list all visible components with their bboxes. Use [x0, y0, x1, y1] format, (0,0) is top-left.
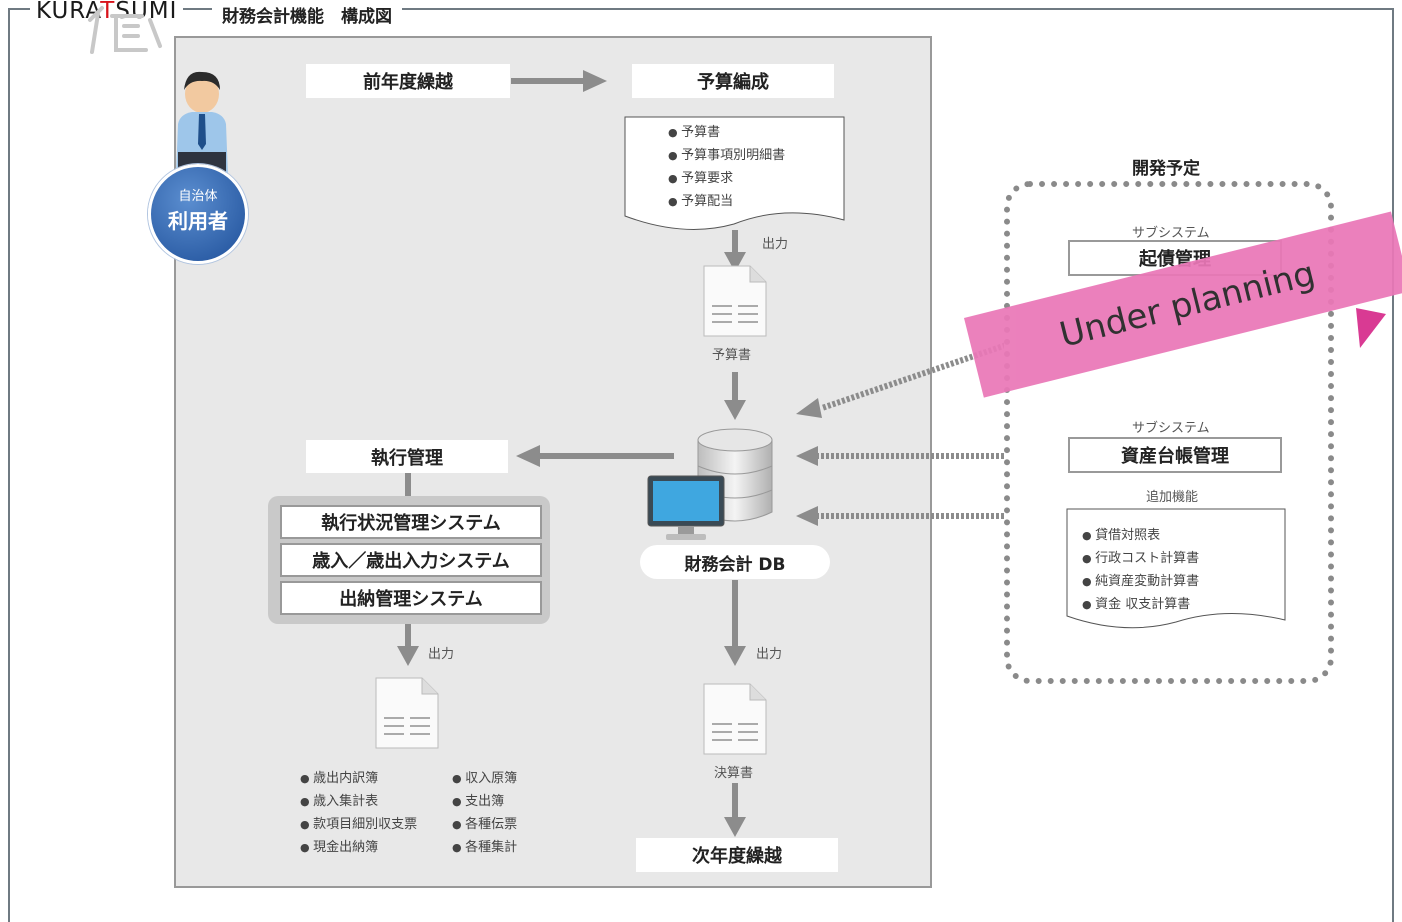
list-item: 純資産変動計算書	[1082, 570, 1199, 593]
list-item: 各種集計	[452, 836, 517, 859]
output-label-settlement: 出力	[756, 647, 783, 662]
subsystem-execution-status: 執行状況管理システム	[280, 505, 542, 539]
execution-management-box: 執行管理	[306, 440, 508, 473]
financial-db-label: 財務会計 DB	[640, 545, 830, 579]
list-item: 現金出納簿	[300, 836, 417, 859]
user-badge-line2: 利用者	[168, 209, 228, 233]
list-item: 予算要求	[668, 167, 785, 190]
user-badge-line1: 自治体	[178, 189, 218, 204]
settlement-document-icon	[703, 683, 767, 755]
list-item: 貸借対照表	[1082, 524, 1199, 547]
list-item: 予算書	[668, 121, 785, 144]
frame-left	[8, 8, 10, 922]
added-features-label: 追加機能	[1146, 490, 1199, 505]
budget-formation-box: 予算編成	[632, 64, 834, 98]
user-badge: 自治体 利用者	[148, 164, 248, 264]
output-label-execution: 出力	[428, 647, 455, 662]
page-title: 財務会計機能 構成図	[212, 2, 402, 27]
next-year-carryover-box: 次年度繰越	[636, 838, 838, 872]
brand-logo: KURATSUMI	[30, 0, 184, 24]
frame-top	[8, 8, 1394, 10]
budget-doc-label: 予算書	[712, 348, 752, 363]
output-label-budget: 出力	[762, 237, 789, 252]
list-item: 収入原簿	[452, 767, 517, 790]
frame-right	[1392, 8, 1394, 922]
execution-document-icon	[375, 677, 439, 749]
execution-items-right: 収入原簿 支出簿 各種伝票 各種集計	[452, 767, 517, 859]
settlement-doc-label: 決算書	[714, 766, 754, 781]
subsystem-treasury-management: 出納管理システム	[280, 581, 542, 615]
list-item: 款項目細別収支票	[300, 813, 417, 836]
list-item: 歳出内訳簿	[300, 767, 417, 790]
list-item: 支出簿	[452, 790, 517, 813]
prev-year-carryover-box: 前年度繰越	[306, 64, 510, 98]
list-item: 歳入集計表	[300, 790, 417, 813]
list-item: 予算配当	[668, 190, 785, 213]
list-item: 行政コスト計算書	[1082, 547, 1199, 570]
ribbon-fold-icon	[1356, 308, 1386, 348]
subsystem-revenue-expense-input: 歳入／歳出入力システム	[280, 543, 542, 577]
planned-title: 開発予定	[1132, 159, 1200, 179]
computer-monitor-icon	[647, 475, 725, 540]
execution-items-left: 歳出内訳簿 歳入集計表 款項目細別収支票 現金出納簿	[300, 767, 417, 859]
added-features-list: 貸借対照表 行政コスト計算書 純資産変動計算書 資金 収支計算書	[1082, 524, 1199, 616]
logo-watermark-icon	[88, 6, 162, 54]
list-item: 資金 収支計算書	[1082, 593, 1199, 616]
budget-items-list: 予算書 予算事項別明細書 予算要求 予算配当	[668, 121, 785, 213]
list-item: 予算事項別明細書	[668, 144, 785, 167]
list-item: 各種伝票	[452, 813, 517, 836]
subsystem-label-bond: サブシステム	[1132, 226, 1210, 241]
asset-ledger-management-box: 資産台帳管理	[1068, 437, 1282, 473]
subsystem-label-asset: サブシステム	[1132, 421, 1210, 436]
budget-document-icon	[703, 265, 767, 337]
